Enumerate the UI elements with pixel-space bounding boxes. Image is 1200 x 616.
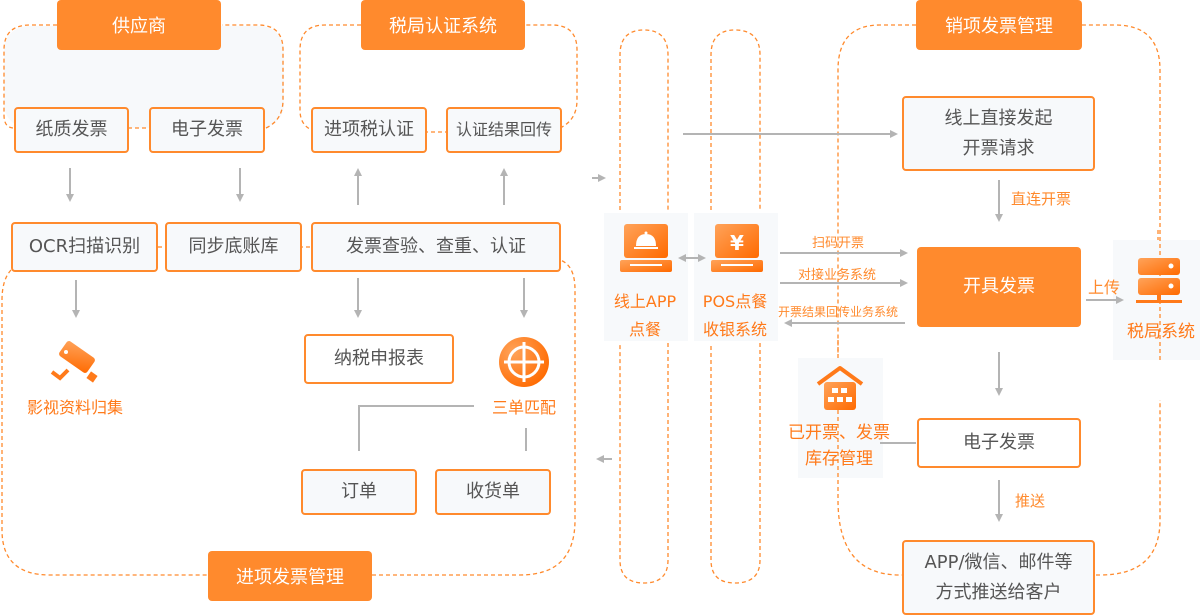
inventory-label: 已开票、发票 库存管理 <box>772 420 906 472</box>
scan-invoice-label: 扫码开票 <box>812 236 865 251</box>
online-request-line1: 线上直接发起 <box>944 107 1053 129</box>
return-result-label: 开票结果回传业务系统 <box>778 305 899 319</box>
sales-e-invoice-box: 电子发票 <box>917 418 1081 468</box>
sales-mgmt-title: 销项发票管理 <box>916 0 1082 50</box>
tax-return-box: 纳税申报表 <box>304 334 454 384</box>
receipt-box: 收货单 <box>435 469 551 515</box>
cert-result-return-box: 认证结果回传 <box>446 107 562 153</box>
invoice-check-box: 发票查验、查重、认证 <box>311 222 561 272</box>
online-app-label-line2: 点餐 <box>628 320 661 339</box>
input-tax-cert-box: 进项税认证 <box>311 107 427 153</box>
issue-invoice-box: 开具发票 <box>917 247 1081 327</box>
online-app-label-line1: 线上APP <box>613 292 677 311</box>
online-app-icon <box>620 224 672 272</box>
pos-label-line2: 收银系统 <box>702 320 767 339</box>
warehouse-icon <box>816 366 864 410</box>
svg-text:¥: ¥ <box>730 231 744 255</box>
online-request-box: 线上直接发起 开票请求 <box>902 96 1095 171</box>
three-match-label: 三单匹配 <box>491 398 556 417</box>
sales-mgmt-border <box>837 24 1161 576</box>
paper-invoice-box: 纸质发票 <box>14 107 129 153</box>
dock-system-label: 对接业务系统 <box>798 268 877 283</box>
supplier-border <box>3 24 284 129</box>
push-label: 推送 <box>1015 492 1046 510</box>
pos-label: POS点餐 收银系统 <box>690 288 780 344</box>
order-box: 订单 <box>301 469 417 515</box>
inventory-label-line2: 库存管理 <box>805 449 873 469</box>
input-mgmt-border <box>1 259 576 576</box>
push-customer-line1: APP/微信、邮件等 <box>924 551 1073 573</box>
input-mgmt-title: 进项发票管理 <box>208 551 372 601</box>
media-archive-label: 影视资料归集 <box>26 398 123 417</box>
online-request-line2: 开票请求 <box>962 137 1035 159</box>
tax-system-label: 税局系统 <box>1127 322 1195 342</box>
push-customer-line2: 方式推送给客户 <box>935 581 1062 603</box>
tax-auth-title: 税局认证系统 <box>361 0 525 50</box>
target-icon <box>499 337 549 387</box>
sync-ledger-box: 同步底账库 <box>165 222 302 272</box>
server-icon <box>1136 258 1182 303</box>
upload-label: 上传 <box>1088 278 1121 297</box>
pos-cashier-icon: ¥ <box>711 224 763 272</box>
tax-auth-border <box>299 24 578 133</box>
e-invoice-box: 电子发票 <box>149 107 265 153</box>
ocr-box: OCR扫描识别 <box>11 222 158 272</box>
line-match-order <box>358 405 474 451</box>
app-column-border <box>619 29 669 584</box>
inventory-label-line1: 已开票、发票 <box>788 423 890 443</box>
online-app-label: 线上APP 点餐 <box>600 288 690 344</box>
inventory-panel <box>798 358 883 478</box>
supplier-title: 供应商 <box>57 0 221 50</box>
push-customer-box: APP/微信、邮件等 方式推送给客户 <box>902 540 1095 615</box>
pos-column-border <box>710 29 761 584</box>
direct-invoice-label: 直连开票 <box>1011 190 1072 208</box>
pos-label-line1: POS点餐 <box>702 292 768 311</box>
camera-icon <box>50 341 98 383</box>
